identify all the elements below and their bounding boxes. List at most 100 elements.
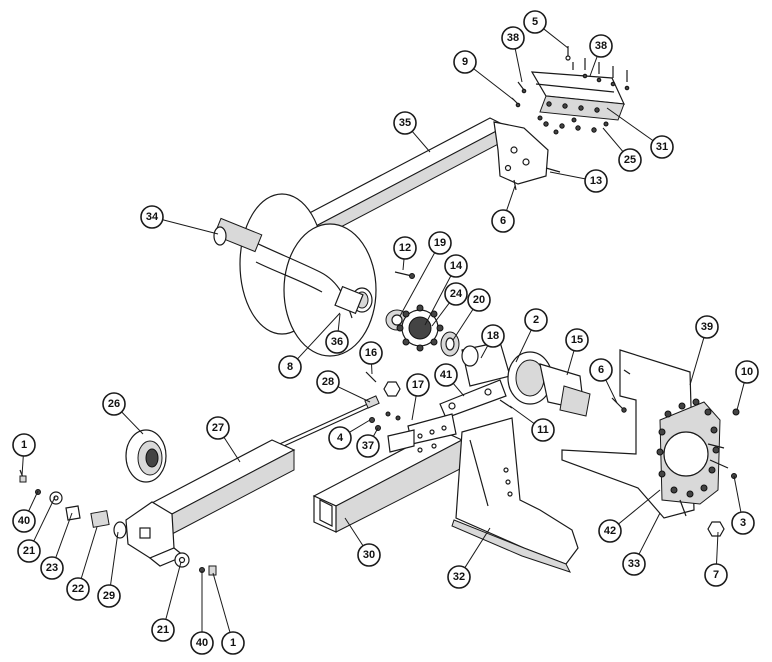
callout-circle-c8[interactable] <box>278 355 302 379</box>
callout-c29[interactable]: 29 <box>97 584 121 608</box>
callout-circle-c18[interactable] <box>481 324 505 348</box>
callout-circle-c21b[interactable] <box>151 618 175 642</box>
callout-circle-c35[interactable] <box>393 111 417 135</box>
callout-c2[interactable]: 2 <box>524 308 548 332</box>
callout-circle-c38a[interactable] <box>501 26 525 50</box>
callout-c37[interactable]: 37 <box>356 434 380 458</box>
callout-circle-c36[interactable] <box>325 330 349 354</box>
callout-c8[interactable]: 8 <box>278 355 302 379</box>
callout-c30[interactable]: 30 <box>357 543 381 567</box>
callout-circle-c6a[interactable] <box>491 209 515 233</box>
callout-circle-c32[interactable] <box>447 565 471 589</box>
callout-c6a[interactable]: 6 <box>491 209 515 233</box>
callout-c6b[interactable]: 6 <box>589 358 613 382</box>
callout-c18[interactable]: 18 <box>481 324 505 348</box>
callout-c16[interactable]: 16 <box>359 341 383 365</box>
callout-c41[interactable]: 41 <box>434 363 458 387</box>
callout-c21b[interactable]: 21 <box>151 618 175 642</box>
callout-circle-c40a[interactable] <box>12 509 36 533</box>
callout-label-c5: 5 <box>532 16 538 28</box>
leader-line-c10 <box>736 382 745 411</box>
callout-circle-c3[interactable] <box>731 511 755 535</box>
callout-c38b[interactable]: 38 <box>589 34 613 58</box>
callout-c11[interactable]: 11 <box>531 418 555 442</box>
callout-c1b[interactable]: 1 <box>221 631 245 655</box>
callout-c39[interactable]: 39 <box>695 315 719 339</box>
callout-c42[interactable]: 42 <box>598 519 622 543</box>
callout-c1a[interactable]: 1 <box>12 433 36 457</box>
callout-circle-c42[interactable] <box>598 519 622 543</box>
callout-circle-c20[interactable] <box>467 288 491 312</box>
callout-c17[interactable]: 17 <box>406 373 430 397</box>
callout-c10[interactable]: 10 <box>735 360 759 384</box>
callout-circle-c23[interactable] <box>40 556 64 580</box>
callout-circle-c16[interactable] <box>359 341 383 365</box>
callout-circle-c5[interactable] <box>523 10 547 34</box>
callout-c25[interactable]: 25 <box>618 148 642 172</box>
callout-circle-c31[interactable] <box>650 135 674 159</box>
callout-c23[interactable]: 23 <box>40 556 64 580</box>
callout-circle-c12[interactable] <box>393 236 417 260</box>
callout-c28[interactable]: 28 <box>316 370 340 394</box>
callout-circle-c39[interactable] <box>695 315 719 339</box>
callout-circle-c26[interactable] <box>102 392 126 416</box>
callout-circle-c38b[interactable] <box>589 34 613 58</box>
callout-c14[interactable]: 14 <box>444 254 468 278</box>
callout-circle-c2[interactable] <box>524 308 548 332</box>
callout-circle-c1b[interactable] <box>221 631 245 655</box>
callout-circle-c37[interactable] <box>356 434 380 458</box>
callout-circle-c22[interactable] <box>66 577 90 601</box>
leader-line-c4 <box>349 419 371 433</box>
callout-c19[interactable]: 19 <box>428 231 452 255</box>
callout-c12[interactable]: 12 <box>393 236 417 260</box>
callout-circle-c10[interactable] <box>735 360 759 384</box>
leader-lines <box>21 28 745 633</box>
callout-c40b[interactable]: 40 <box>190 631 214 655</box>
callout-circle-c27[interactable] <box>206 416 230 440</box>
callout-circle-c11[interactable] <box>531 418 555 442</box>
callout-label-c17: 17 <box>412 379 424 391</box>
callout-c27[interactable]: 27 <box>206 416 230 440</box>
callout-c26[interactable]: 26 <box>102 392 126 416</box>
callout-circle-c17[interactable] <box>406 373 430 397</box>
callout-circle-c6b[interactable] <box>589 358 613 382</box>
callout-c40a[interactable]: 40 <box>12 509 36 533</box>
callout-circle-c28[interactable] <box>316 370 340 394</box>
callout-circle-c21a[interactable] <box>17 539 41 563</box>
callout-c15[interactable]: 15 <box>565 328 589 352</box>
callout-c38a[interactable]: 38 <box>501 26 525 50</box>
callout-circle-c29[interactable] <box>97 584 121 608</box>
callout-c36[interactable]: 36 <box>325 330 349 354</box>
callout-circle-c25[interactable] <box>618 148 642 172</box>
callout-circle-c14[interactable] <box>444 254 468 278</box>
callout-c32[interactable]: 32 <box>447 565 471 589</box>
callout-circle-c41[interactable] <box>434 363 458 387</box>
callout-c24[interactable]: 24 <box>444 282 468 306</box>
callout-c5[interactable]: 5 <box>523 10 547 34</box>
callout-circle-c24[interactable] <box>444 282 468 306</box>
callout-c34[interactable]: 34 <box>140 205 164 229</box>
callout-c13[interactable]: 13 <box>584 169 608 193</box>
callout-c22[interactable]: 22 <box>66 577 90 601</box>
callout-c7[interactable]: 7 <box>704 563 728 587</box>
callout-circle-c30[interactable] <box>357 543 381 567</box>
callout-circle-c9[interactable] <box>453 50 477 74</box>
callout-circle-c40b[interactable] <box>190 631 214 655</box>
callout-c21a[interactable]: 21 <box>17 539 41 563</box>
callout-circle-c19[interactable] <box>428 231 452 255</box>
callout-circle-c4[interactable] <box>328 426 352 450</box>
callout-circle-c15[interactable] <box>565 328 589 352</box>
callout-c31[interactable]: 31 <box>650 135 674 159</box>
callout-circle-c13[interactable] <box>584 169 608 193</box>
callout-circle-c7[interactable] <box>704 563 728 587</box>
callout-circle-c1a[interactable] <box>12 433 36 457</box>
callout-c33[interactable]: 33 <box>622 552 646 576</box>
callout-c4[interactable]: 4 <box>328 426 352 450</box>
callout-c20[interactable]: 20 <box>467 288 491 312</box>
callout-c3[interactable]: 3 <box>731 511 755 535</box>
callout-circle-c33[interactable] <box>622 552 646 576</box>
callout-label-c33: 33 <box>628 558 640 570</box>
callout-c35[interactable]: 35 <box>393 111 417 135</box>
callout-circle-c34[interactable] <box>140 205 164 229</box>
callout-c9[interactable]: 9 <box>453 50 477 74</box>
